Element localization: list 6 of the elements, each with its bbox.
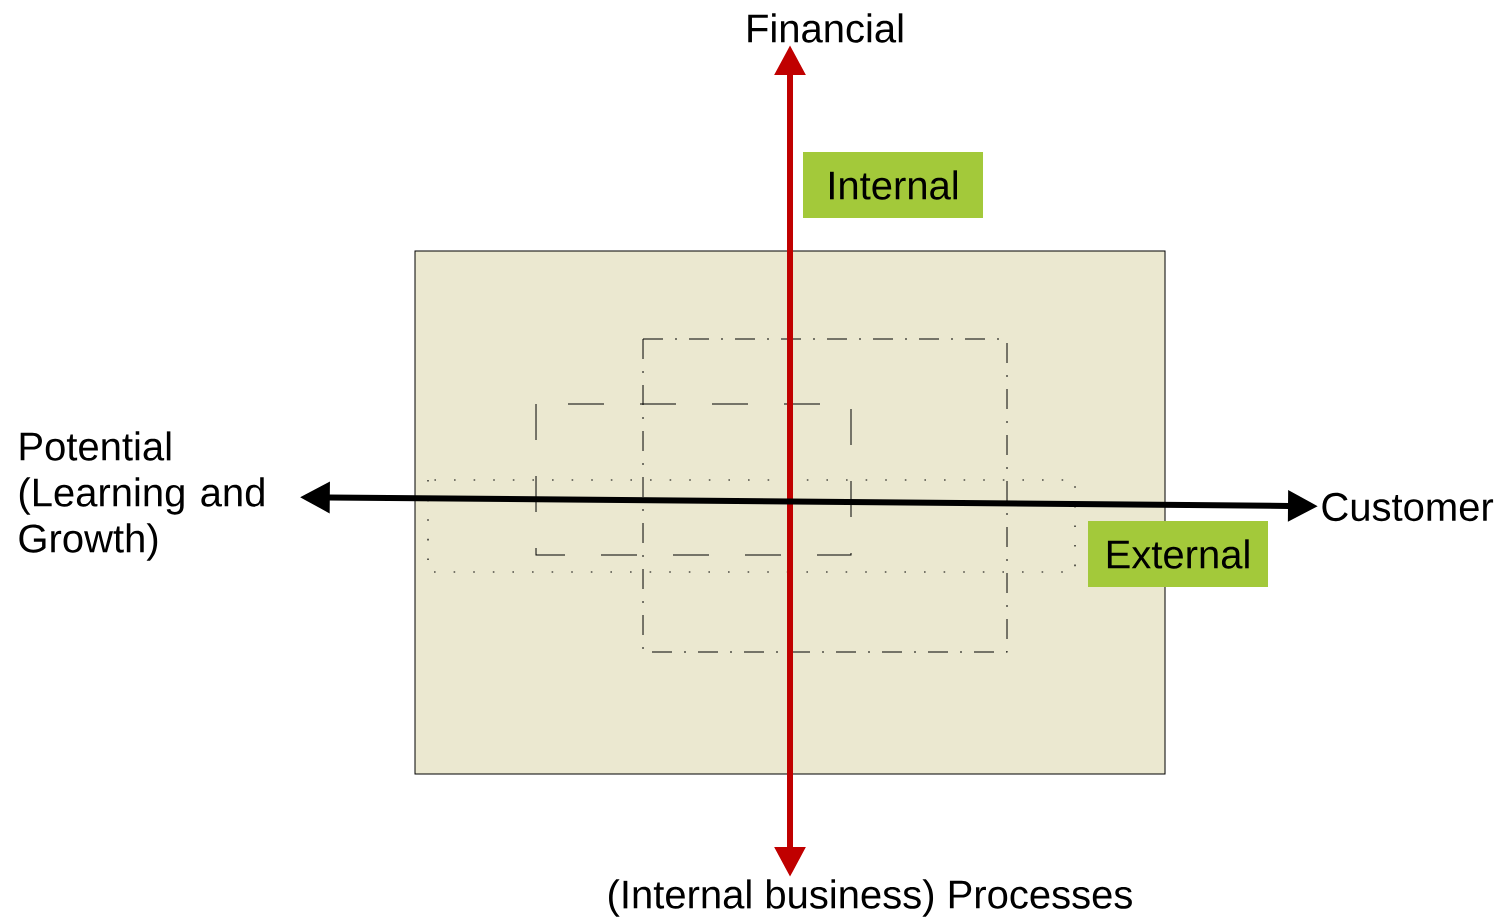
tag-box: External — [1088, 521, 1268, 587]
tag-box: Internal — [803, 152, 983, 218]
axis-label: (Internal business) Processes — [609, 879, 1132, 917]
axis-label: Financial — [748, 13, 903, 43]
axis-label: Potential (Learning and Growth) — [19, 431, 264, 561]
axis-label: Customer — [1322, 492, 1494, 522]
